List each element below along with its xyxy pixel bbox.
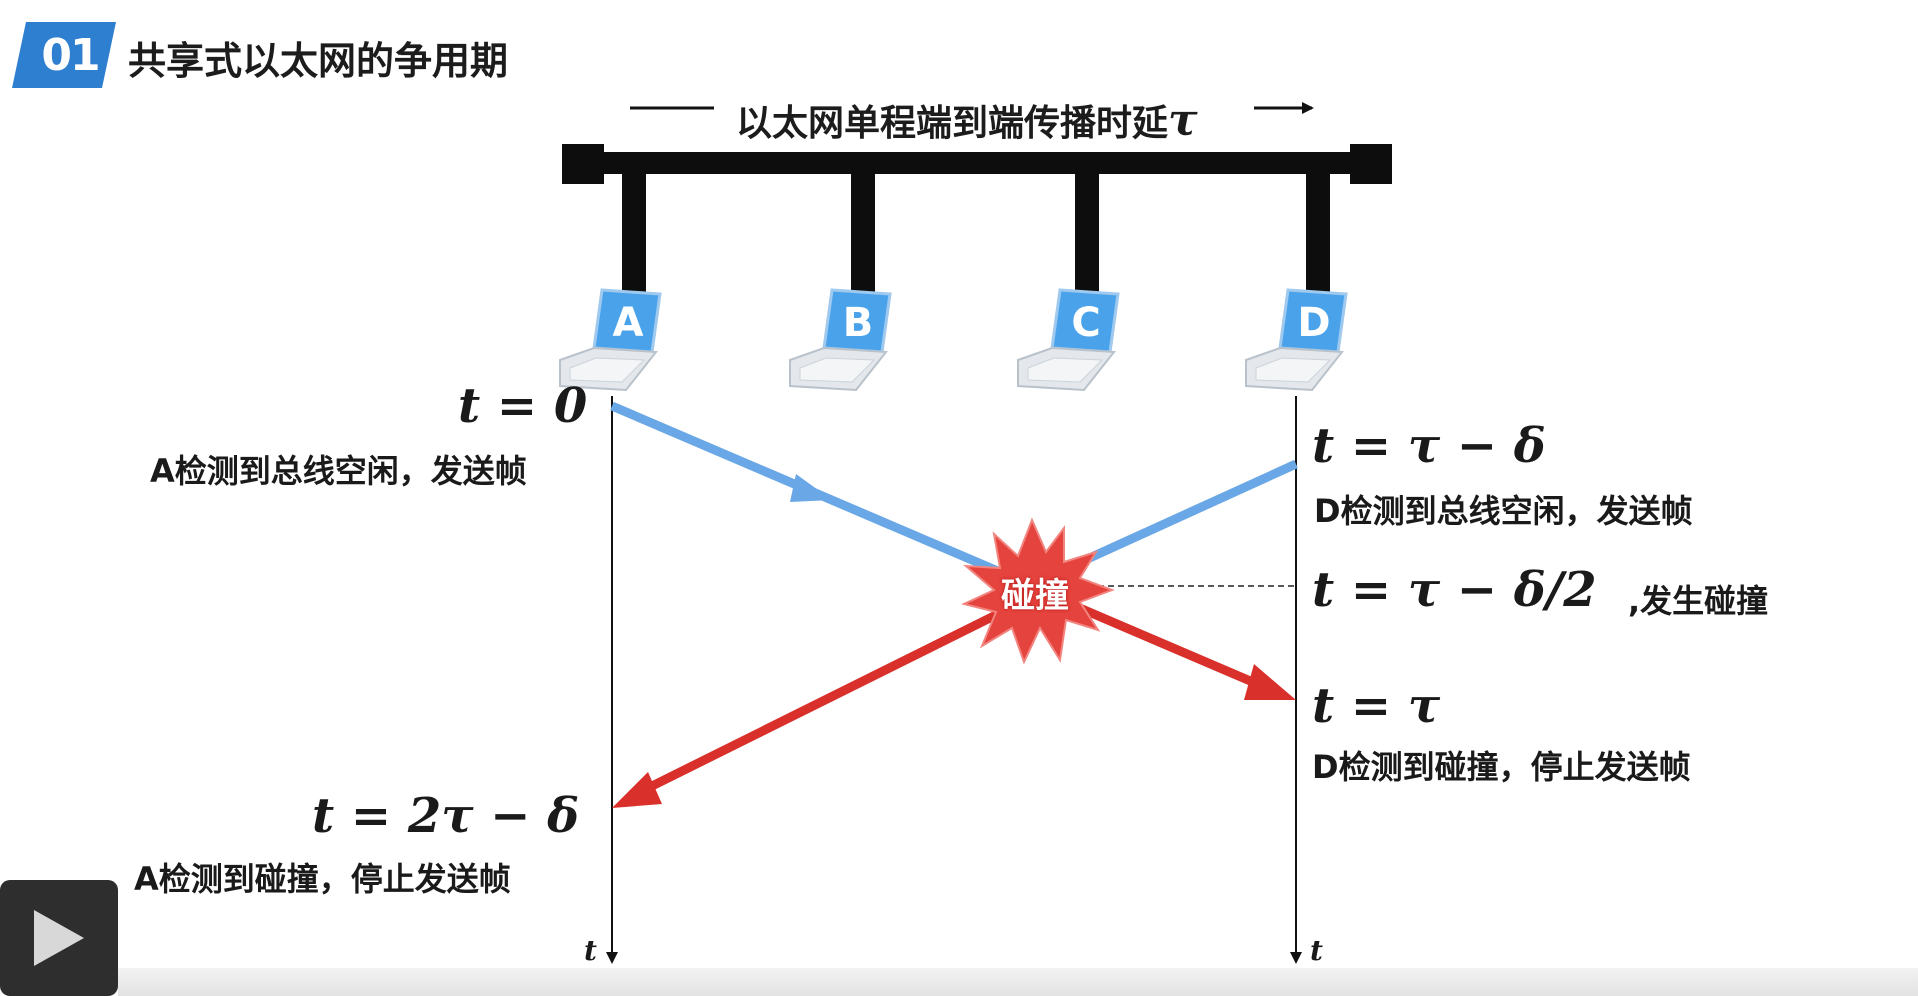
- collision-label: 碰撞: [1001, 576, 1069, 616]
- laptop-b-icon: [789, 288, 892, 392]
- signal-collision-to-d: [1073, 601, 1264, 691]
- signal-collision-to-a: [637, 607, 1005, 797]
- bus-caption-text: 以太网单程端到端传播时延: [736, 103, 1169, 144]
- page-title: 共享式以太网的争用期: [128, 39, 509, 83]
- collision-burst-icon: [961, 517, 1115, 665]
- laptop-a-icon: [559, 288, 662, 392]
- ethernet-bus: [562, 144, 1392, 304]
- play-button[interactable]: [0, 880, 118, 996]
- a-send-time: t = 0: [458, 378, 588, 434]
- time-axis-d-label: t: [1310, 934, 1323, 967]
- a-detect-note: A检测到碰撞，停止发送帧: [134, 860, 511, 898]
- station-a-label: A: [612, 300, 644, 346]
- station-c-label: C: [1071, 300, 1101, 346]
- signal-d-arrowhead: [1244, 664, 1296, 700]
- a-send-note: A检测到总线空闲，发送帧: [150, 452, 527, 490]
- signal-a-arrowhead: [790, 474, 832, 502]
- video-progress-bar[interactable]: [118, 968, 1918, 996]
- bus-caption: 以太网单程端到端传播时延τ: [736, 94, 1198, 146]
- d-send-time: t = τ − δ: [1312, 418, 1546, 474]
- section-number-badge: 01: [12, 22, 116, 88]
- play-icon: [34, 910, 84, 966]
- bus-caption-symbol: τ: [1168, 95, 1198, 146]
- collision-note: ,发生碰撞: [1628, 582, 1769, 620]
- d-detect-note: D检测到碰撞，停止发送帧: [1312, 748, 1691, 786]
- section-number: 01: [41, 30, 100, 81]
- laptop-d-icon: [1245, 288, 1348, 392]
- time-axis-a-label: t: [584, 934, 597, 967]
- station-b-label: B: [842, 300, 874, 346]
- d-detect-time: t = τ: [1312, 678, 1441, 734]
- a-detect-time: t = 2τ − δ: [312, 788, 580, 844]
- d-send-note: D检测到总线空闲，发送帧: [1314, 492, 1693, 530]
- collision-time: t = τ − δ/2: [1312, 562, 1597, 618]
- laptop-c-icon: [1017, 288, 1120, 392]
- signal-d-to-collision: [1070, 459, 1298, 571]
- signal-a-red-arrowhead: [612, 772, 662, 808]
- station-d-label: D: [1297, 300, 1331, 346]
